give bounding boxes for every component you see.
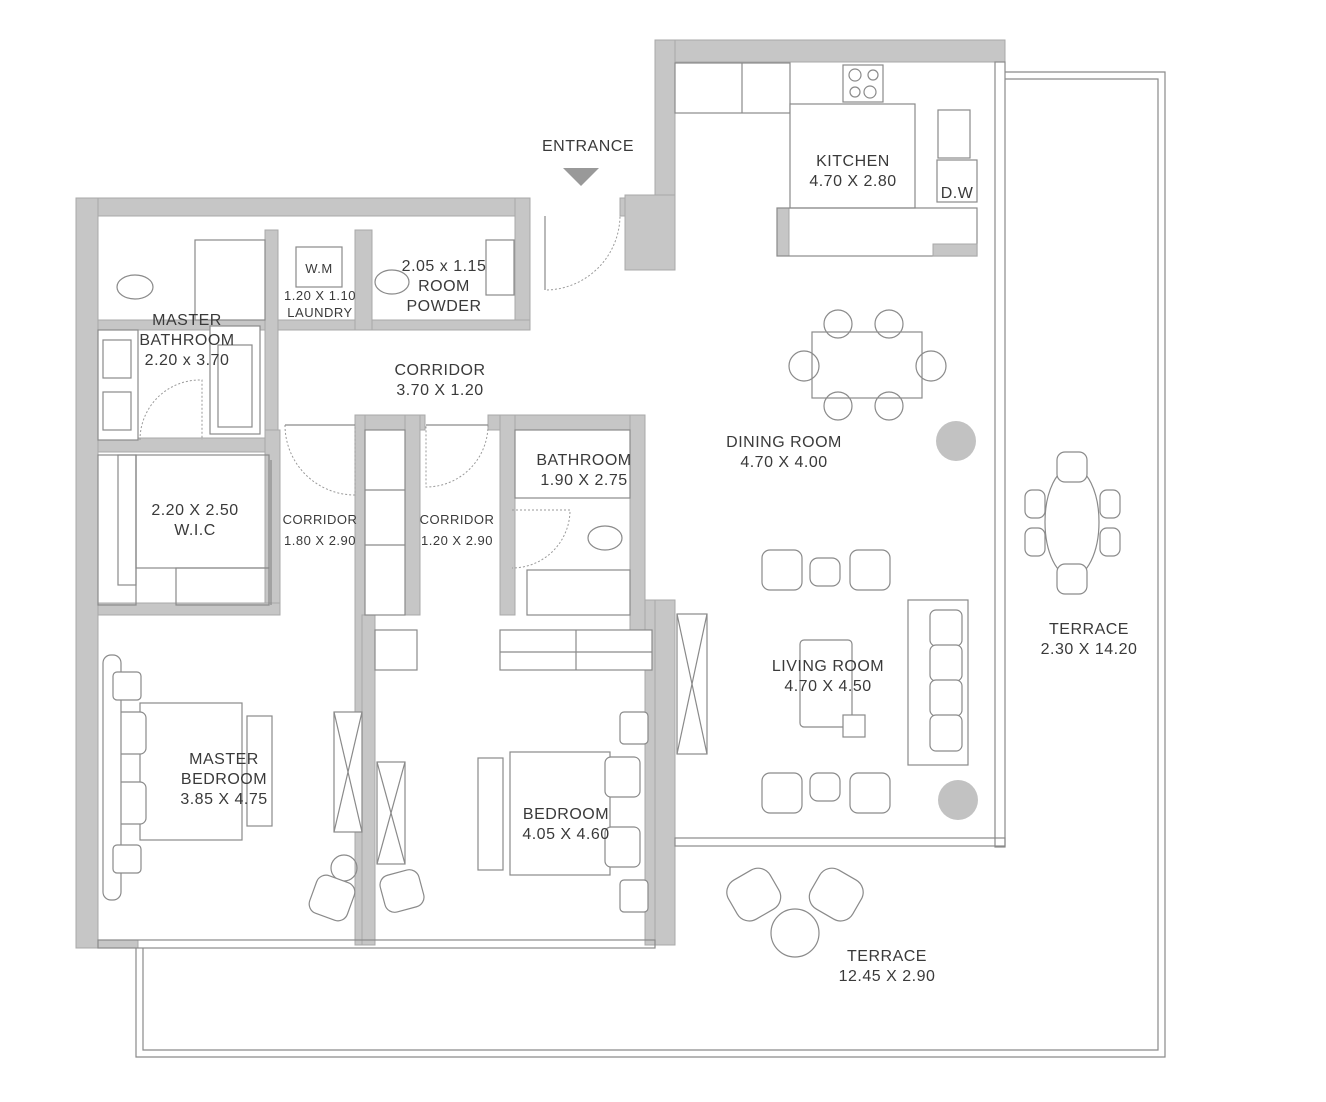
dining-size: 4.70 X 4.00: [740, 454, 828, 471]
living-label: LIVING ROOM 4.70 X 4.50: [772, 657, 884, 697]
living-name: LIVING ROOM: [771, 658, 885, 675]
laundry-size: 1.20 X 1.10: [284, 288, 356, 303]
terrace-front-size: 12.45 X 2.90: [838, 968, 936, 985]
master-bedroom-label: MASTER BEDROOM 3.85 X 4.75: [180, 750, 267, 810]
washing-machine: [295, 246, 343, 288]
living-size: 4.70 X 4.50: [784, 678, 872, 695]
bathroom-fixtures: [511, 429, 631, 616]
dishwasher-label: D.W: [940, 185, 974, 202]
master-bathroom-name1: MASTER: [152, 312, 222, 329]
bedroom-label: BEDROOM 4.05 X 4.60: [522, 805, 609, 845]
kitchen-size: 4.70 X 2.80: [809, 173, 897, 190]
corridor-a-size: 1.80 X 2.90: [284, 533, 356, 548]
corridor-b-size: 1.20 X 2.90: [421, 533, 493, 548]
terrace-front-label: TERRACE 12.45 X 2.90: [839, 947, 936, 987]
bathroom-label: BATHROOM 1.90 X 2.75: [536, 451, 631, 491]
corridor-a-label: CORRIDOR 1.80 X 2.90: [283, 509, 358, 551]
dining-name: DINING ROOM: [726, 434, 842, 451]
entrance-door-swing: [544, 215, 621, 291]
dining-table: [788, 309, 947, 421]
powder-name2: POWDER: [406, 298, 482, 315]
powder-sink: [485, 239, 515, 296]
master-bathroom-fixtures: [97, 239, 266, 441]
kitchen-label: KITCHEN 4.70 X 2.80: [809, 152, 896, 192]
bedroom-name: BEDROOM: [522, 806, 610, 823]
master-bed: [102, 654, 363, 922]
corridor-main-name: CORRIDOR: [394, 362, 486, 379]
bedroom-size: 4.05 X 4.60: [522, 826, 610, 843]
corridor-a-name: CORRIDOR: [282, 512, 358, 527]
wm-label: W.M: [305, 261, 333, 276]
dining-label: DINING ROOM 4.70 X 4.00: [726, 433, 842, 473]
kitchen-name: KITCHEN: [816, 153, 890, 170]
entrance-arrow-icon: [563, 168, 599, 186]
entrance-label: ENTRANCE: [541, 138, 635, 155]
master-bathroom-label: MASTER BATHROOM 2.20 x 3.70: [139, 311, 234, 371]
laundry-name: LAUNDRY: [287, 305, 353, 320]
kitchen-fixtures: [674, 62, 978, 257]
powder-toilet: [374, 269, 410, 295]
bathroom-name: BATHROOM: [536, 452, 632, 469]
terrace-outline: [135, 71, 1166, 1058]
master-bathroom-size: 2.20 x 3.70: [144, 352, 230, 369]
living-furniture: [761, 549, 969, 814]
wic-shelves: [97, 454, 272, 606]
master-bathroom-name2: BATHROOM: [139, 332, 235, 349]
walls: [75, 39, 1006, 949]
round-side-table: [936, 421, 976, 461]
bathroom-size: 1.90 X 2.75: [540, 472, 628, 489]
closet: [364, 429, 406, 616]
master-bedroom-name1: MASTER: [189, 751, 259, 768]
powder-size: 2.05 x 1.15: [401, 258, 487, 275]
round-side-table: [938, 780, 978, 820]
bedroom-bed: [376, 711, 649, 913]
corridor-b-name: CORRIDOR: [419, 512, 495, 527]
wic-size: 2.20 X 2.50: [151, 502, 239, 519]
corridor-main-label: CORRIDOR 3.70 X 1.20: [394, 361, 485, 401]
wic-name: W.I.C: [174, 522, 216, 539]
corridor-main-size: 3.70 X 1.20: [396, 382, 484, 399]
powder-name1: ROOM: [418, 278, 470, 295]
corridor-b-label: CORRIDOR 1.20 X 2.90: [420, 509, 495, 551]
terrace-side-label: TERRACE 2.30 X 14.20: [1041, 620, 1138, 660]
terrace-side-name: TERRACE: [1049, 621, 1129, 638]
terrace-dining: [1024, 451, 1121, 595]
master-bedroom-size: 3.85 X 4.75: [180, 791, 268, 808]
terrace-side-size: 2.30 X 14.20: [1040, 641, 1138, 658]
master-bedroom-name2: BEDROOM: [180, 771, 268, 788]
terrace-lounge: [726, 867, 864, 958]
terrace-front-name: TERRACE: [847, 948, 927, 965]
